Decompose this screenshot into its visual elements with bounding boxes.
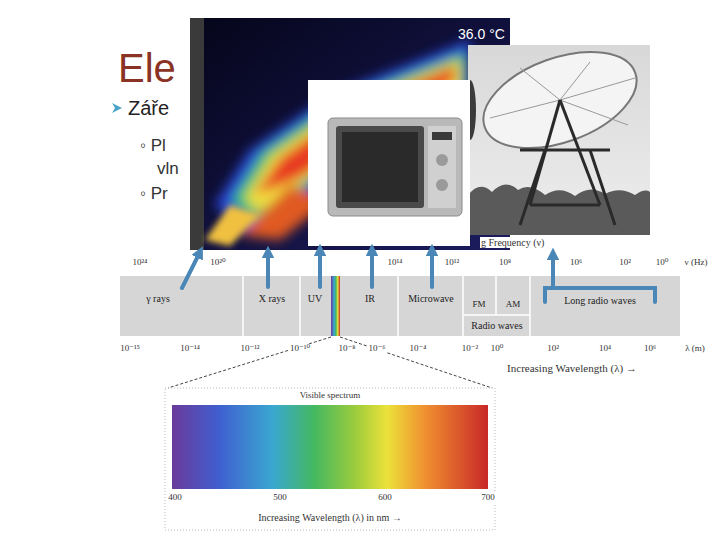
sub-bullet-text: ◦ Pl (140, 137, 166, 156)
wavelength-tick: 10⁻¹⁵ (119, 344, 141, 354)
axis-title: Increasing Wavelength (λ) in nm → (257, 512, 403, 523)
axis-unit: λ (m) (684, 344, 706, 354)
wavelength-tick: 10⁻¹² (239, 344, 260, 354)
nm-tick: 500 (272, 493, 288, 503)
band-label: FM (471, 300, 486, 310)
radio-telescope-photo (464, 33, 650, 235)
frequency-tick: 10²⁴ (132, 258, 149, 268)
thermal-photo (190, 18, 510, 250)
wavelength-tick: 10⁻¹⁰ (289, 344, 311, 354)
band-label: IR (364, 293, 376, 304)
frequency-tick: 10⁰ (655, 258, 670, 268)
nm-tick: 600 (377, 493, 393, 503)
wavelength-tick: 10² (546, 344, 560, 354)
slide-title: Ele (118, 46, 176, 90)
frequency-tick: 10¹⁴ (387, 258, 404, 268)
band-label: Microwave (407, 293, 455, 304)
temperature-readout: 36.0 °C (458, 27, 505, 42)
wavelength-tick: 10⁻⁸ (338, 344, 357, 354)
wavelength-tick: 10⁻⁶ (368, 344, 387, 354)
wavelength-tick: 10⁻² (461, 344, 479, 354)
wavelength-tick: 10⁰ (490, 344, 505, 354)
wavelength-tick: 10⁴ (598, 344, 612, 354)
axis-unit: ν (Hz) (684, 258, 709, 268)
band-label: Long radio waves (563, 295, 637, 306)
nm-tick: 700 (480, 493, 496, 503)
visible-spectrum-inset (165, 337, 495, 530)
wavelength-tick: 10⁶ (643, 344, 657, 354)
inset-title: Visible spectrum (299, 391, 362, 401)
frequency-tick: 10¹² (444, 258, 460, 268)
sub-bullet-text: vln (157, 160, 179, 179)
microwave-photo (308, 80, 470, 246)
wavelength-tick: 10⁻¹⁴ (179, 344, 201, 354)
band-label: UV (307, 293, 323, 304)
frequency-tick: 10²⁰ (209, 258, 226, 268)
nm-tick: 400 (167, 493, 183, 503)
wavelength-tick: 10⁻⁴ (409, 344, 428, 354)
frequency-tick: 10⁶ (569, 258, 583, 268)
bullet-text: Záře (128, 97, 169, 119)
frequency-tick: 10⁸ (498, 258, 512, 268)
frequency-tick: 10² (618, 258, 632, 268)
bullet-glyph (112, 103, 122, 113)
band-label: X rays (258, 293, 286, 304)
band-label: γ rays (145, 293, 171, 304)
axis-title: g Frequency (ν) (480, 237, 545, 248)
spectrum-bar (120, 276, 680, 336)
band-label: AM (505, 300, 522, 310)
axis-title: Increasing Wavelength (λ) → (506, 362, 638, 374)
band-label: Radio waves (470, 320, 523, 331)
sub-bullet-text: ◦ Pr (140, 185, 168, 204)
